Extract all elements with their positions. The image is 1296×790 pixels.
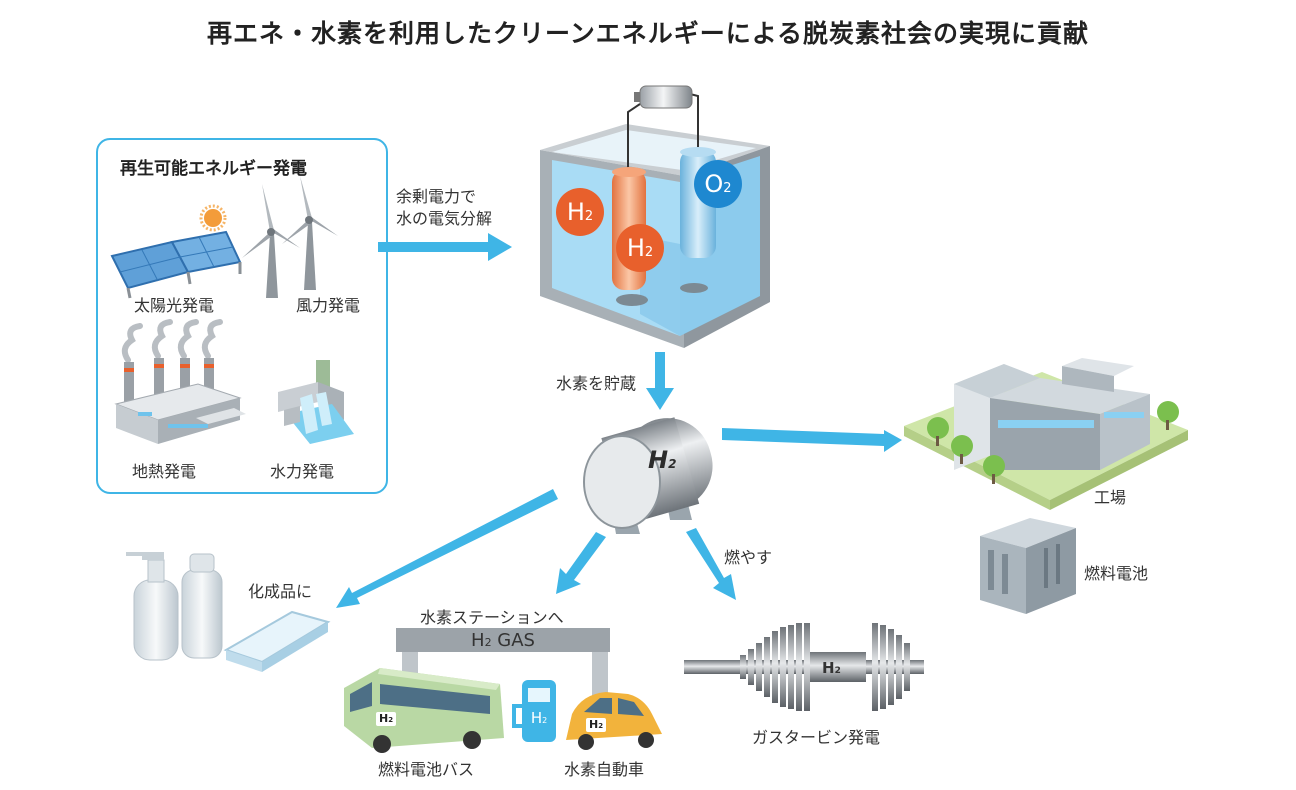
burn-label: 燃やす [724, 548, 773, 567]
fuel-cell-bus [344, 668, 504, 753]
geothermal-label: 地熱発電 [132, 462, 197, 481]
station-label: 水素ステーションへ [420, 608, 564, 627]
hydrogen-car [566, 692, 662, 750]
fuel-cell-label: 燃料電池 [1084, 564, 1149, 583]
wind-turbine-left [242, 184, 300, 298]
electrolysis-caption: 余剰電力で 水の電気分解 [396, 186, 492, 230]
geothermal-plant [114, 319, 246, 444]
hydrogen-pump [512, 680, 556, 742]
wind-turbine-right [282, 176, 338, 290]
battery-icon [634, 85, 693, 109]
turbine-blade [872, 623, 878, 711]
arrow-to-turbine [686, 528, 736, 600]
turbine-blade [804, 623, 810, 711]
hydro-dam [278, 360, 354, 444]
page-title: 再エネ・水素を利用したクリーンエネルギーによる脱炭素社会の実現に貢献 [206, 19, 1089, 48]
chemical-products [126, 552, 331, 672]
factory-building [904, 358, 1188, 510]
h2-bubble-left [556, 188, 604, 236]
arrow-to-chemicals [336, 489, 558, 608]
pump-h2-label: H2 [530, 709, 548, 727]
bus-h2-tag: H2 [376, 712, 397, 727]
renewable-energy-group [96, 138, 388, 494]
turbine-blade [896, 635, 902, 699]
turbine-blade [904, 643, 910, 691]
gas-sign: H2 GAS [471, 630, 535, 651]
electrolysis-caption-line1: 余剰電力で [396, 187, 477, 206]
arrow-to-electrolyzer [378, 233, 512, 261]
fuel-cell-unit [980, 518, 1076, 614]
hydrogen-storage-tank [583, 417, 713, 534]
turbine-blade [888, 629, 894, 705]
arrow-to-storage [646, 352, 674, 410]
hydro-label: 水力発電 [270, 462, 335, 481]
car-label: 水素自動車 [564, 760, 645, 779]
solar-label: 太陽光発電 [134, 296, 215, 315]
turbine-h2-label: H2 [822, 659, 841, 677]
electrolysis-caption-line2: 水の電気分解 [396, 209, 493, 228]
car-h2-tag: H2 [586, 718, 607, 733]
electrode-wires [627, 93, 699, 170]
turbine-blade [780, 627, 786, 707]
o2-bubble [694, 160, 742, 208]
wind-label: 風力発電 [296, 296, 361, 315]
turbine-label: ガスタービン発電 [752, 728, 881, 747]
storage-caption: 水素を貯蔵 [556, 374, 637, 393]
gas-turbine [684, 623, 924, 711]
turbine-blade [740, 655, 746, 679]
turbine-blade [748, 649, 754, 685]
factory-label: 工場 [1094, 488, 1127, 507]
hydrogen-station [396, 628, 610, 732]
chemicals-label: 化成品に [248, 582, 313, 601]
sun-icon [199, 204, 227, 232]
turbine-blade [772, 631, 778, 703]
h2-label-right: H2 [626, 234, 654, 262]
h2-bubble-right [616, 224, 664, 272]
turbine-blade [788, 625, 794, 709]
arrow-to-station [556, 532, 606, 594]
turbine-blade [756, 643, 762, 691]
turbine-blade [880, 625, 886, 709]
arrow-to-factory [722, 428, 902, 452]
tank-h2-label: H2 [648, 446, 677, 474]
renewable-heading: 再生可能エネルギー発電 [120, 159, 307, 179]
o2-label: O2 [704, 170, 732, 198]
turbine-blade [796, 623, 802, 711]
bus-label: 燃料電池バス [378, 760, 475, 779]
h2-label-left: H2 [566, 198, 594, 226]
solar-panels [110, 230, 242, 299]
turbine-blade [764, 637, 770, 697]
